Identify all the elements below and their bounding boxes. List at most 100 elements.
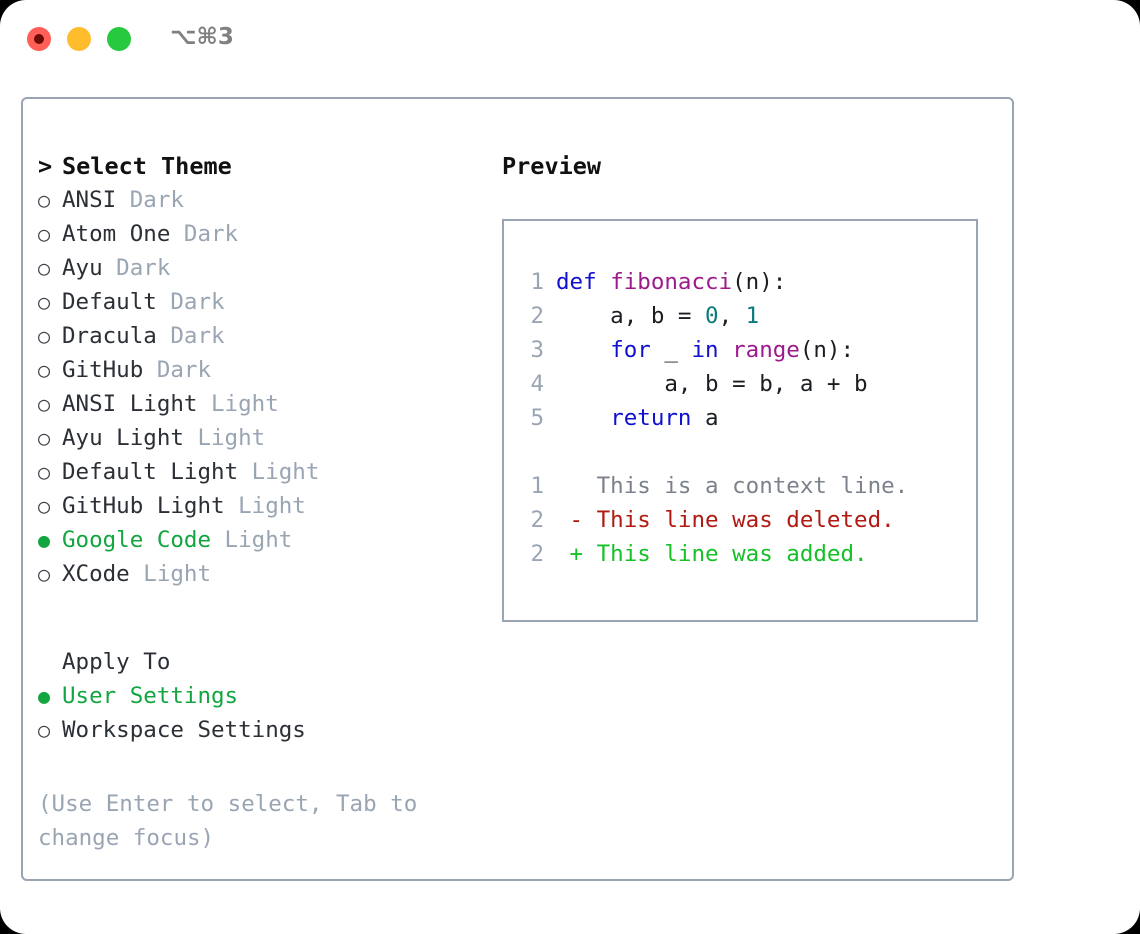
theme-option-label: GitHub Light	[62, 493, 225, 519]
code-token: 0	[705, 303, 719, 329]
theme-variant-label: Light	[183, 425, 266, 451]
keyboard-shortcut-label: ⌥⌘3	[170, 24, 234, 50]
theme-option-label: GitHub	[62, 357, 144, 383]
apply-to-heading-label: Apply To	[62, 649, 171, 675]
maximize-window-button[interactable]	[107, 27, 131, 51]
theme-option-google-code[interactable]: ● Google Code Light	[38, 523, 468, 557]
theme-option-dracula[interactable]: ○ Dracula Dark	[38, 319, 468, 353]
theme-option-github-light[interactable]: ○ GitHub Light Light	[38, 489, 468, 523]
apply-to-option-user-settings[interactable]: ● User Settings	[38, 679, 468, 713]
radio-selected-icon: ●	[38, 684, 51, 708]
code-token: a	[691, 405, 719, 431]
apply-to-option-workspace-settings[interactable]: ○Workspace Settings	[38, 713, 468, 747]
radio-unselected-icon: ○	[38, 256, 51, 280]
theme-list-heading: >Select Theme	[38, 149, 468, 183]
code-token: a, b = b, a + b	[556, 371, 868, 397]
code-token: fibonacci	[610, 269, 733, 295]
radio-unselected-icon: ○	[38, 188, 51, 212]
line-number: 2	[530, 541, 544, 567]
theme-option-github[interactable]: ○GitHub Dark	[38, 353, 468, 387]
theme-option-default[interactable]: ○ Default Dark	[38, 285, 468, 319]
theme-option-xcode[interactable]: ○XCode Light	[38, 557, 468, 591]
code-token: return	[610, 405, 692, 431]
theme-variant-label: Dark	[143, 357, 212, 383]
theme-variant-label: Dark	[170, 221, 239, 247]
radio-unselected-icon: ○	[38, 290, 51, 314]
theme-variant-label: Light	[197, 391, 279, 417]
code-token: range	[732, 337, 800, 363]
code-token: ,	[718, 303, 746, 329]
apply-to-options-list: ● User Settings ○Workspace Settings	[38, 679, 468, 747]
theme-variant-label: Light	[238, 459, 320, 485]
preview-title: Preview	[502, 152, 602, 180]
theme-variant-label: Light	[211, 527, 293, 553]
code-token: _	[650, 337, 692, 363]
theme-option-label: Atom One	[62, 221, 171, 247]
radio-selected-icon: ●	[38, 528, 51, 552]
radio-unselected-icon: ○	[38, 426, 51, 450]
theme-variant-label: Dark	[116, 187, 184, 213]
theme-option-label: ANSI Light	[62, 391, 198, 417]
radio-unselected-icon: ○	[38, 494, 51, 518]
theme-variant-label: Dark	[156, 289, 225, 315]
minimize-window-button[interactable]	[67, 27, 91, 51]
code-line: 1 def fibonacci(n):	[520, 265, 960, 299]
theme-option-atom-one[interactable]: ○ Atom One Dark	[38, 217, 468, 251]
keyboard-hint-text: (Use Enter to select, Tab to change focu…	[38, 791, 418, 851]
theme-option-label: Default	[62, 289, 157, 315]
code-token: (n):	[799, 337, 855, 363]
radio-unselected-icon: ○	[38, 460, 51, 484]
line-number: 1	[530, 269, 544, 295]
code-token: (n):	[732, 269, 787, 295]
title-bar: ⌥⌘3	[0, 0, 1140, 78]
code-line: 5 return a	[520, 401, 960, 435]
diff-line: 1 This is a context line.	[520, 469, 960, 503]
line-number: 2	[530, 507, 544, 533]
diff-sign	[556, 473, 583, 499]
close-window-button[interactable]	[27, 27, 51, 51]
theme-option-ayu[interactable]: ○Ayu Dark	[38, 251, 468, 285]
spacer-icon: ○	[38, 645, 62, 679]
code-line: 3 for _ in range(n):	[520, 333, 960, 367]
line-number: 5	[530, 405, 544, 431]
radio-unselected-icon: ○	[38, 562, 51, 586]
theme-option-label: Ayu Light	[62, 425, 184, 451]
radio-unselected-icon: ○	[38, 222, 51, 246]
theme-variant-label: Dark	[156, 323, 225, 349]
code-token	[556, 405, 610, 431]
code-line: 2 a, b = 0, 1	[520, 299, 960, 333]
theme-options-list: ○ANSI Dark○Atom One Dark○Ayu Dark○Defaul…	[38, 183, 468, 591]
code-token: in	[691, 337, 719, 363]
code-token: 1	[745, 303, 760, 329]
diff-lines: 1 This is a context line.2 - This line w…	[520, 469, 960, 571]
caret-icon: >	[38, 152, 53, 180]
apply-to-heading: ○Apply To	[38, 645, 468, 679]
diff-line: 2 - This line was deleted.	[520, 503, 960, 537]
code-token: a, b =	[556, 303, 706, 329]
radio-unselected-icon: ○	[38, 324, 51, 348]
line-number: 2	[530, 303, 544, 329]
theme-option-default-light[interactable]: ○ Default Light Light	[38, 455, 468, 489]
theme-option-ansi-light[interactable]: ○ANSI Light Light	[38, 387, 468, 421]
theme-variant-label: Light	[224, 493, 306, 519]
apply-to-option-label: User Settings	[62, 683, 239, 709]
theme-option-label: Dracula	[62, 323, 157, 349]
line-number: 4	[530, 371, 544, 397]
code-token	[719, 337, 733, 363]
theme-option-label: Default Light	[62, 459, 239, 485]
code-token: def	[556, 269, 597, 295]
theme-option-ansi[interactable]: ○ANSI Dark	[38, 183, 468, 217]
code-line: 4 a, b = b, a + b	[520, 367, 960, 401]
theme-list-column: >Select Theme ○ANSI Dark○Atom One Dark○A…	[38, 149, 468, 855]
line-number: 3	[530, 337, 544, 363]
theme-picker-panel: >Select Theme ○ANSI Dark○Atom One Dark○A…	[21, 97, 1014, 881]
line-number: 1	[530, 473, 544, 499]
diff-sign: -	[556, 507, 584, 533]
theme-option-label: Google Code	[62, 527, 212, 553]
theme-option-ayu-light[interactable]: ○ Ayu Light Light	[38, 421, 468, 455]
